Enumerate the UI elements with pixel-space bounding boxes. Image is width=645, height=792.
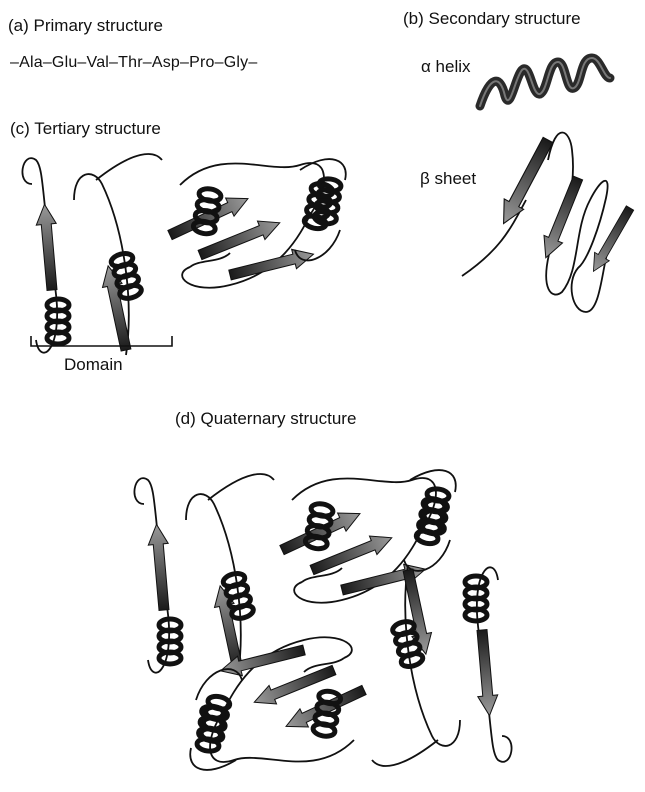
tertiary-structure-diagram <box>22 154 345 355</box>
beta-strand-arrow-icon <box>494 135 558 229</box>
beta-sheet-group <box>462 133 637 313</box>
beta-strand-arrow-icon <box>537 174 588 261</box>
quaternary-structure-diagram <box>134 470 511 770</box>
alpha-helix-ribbon-icon <box>480 58 610 106</box>
